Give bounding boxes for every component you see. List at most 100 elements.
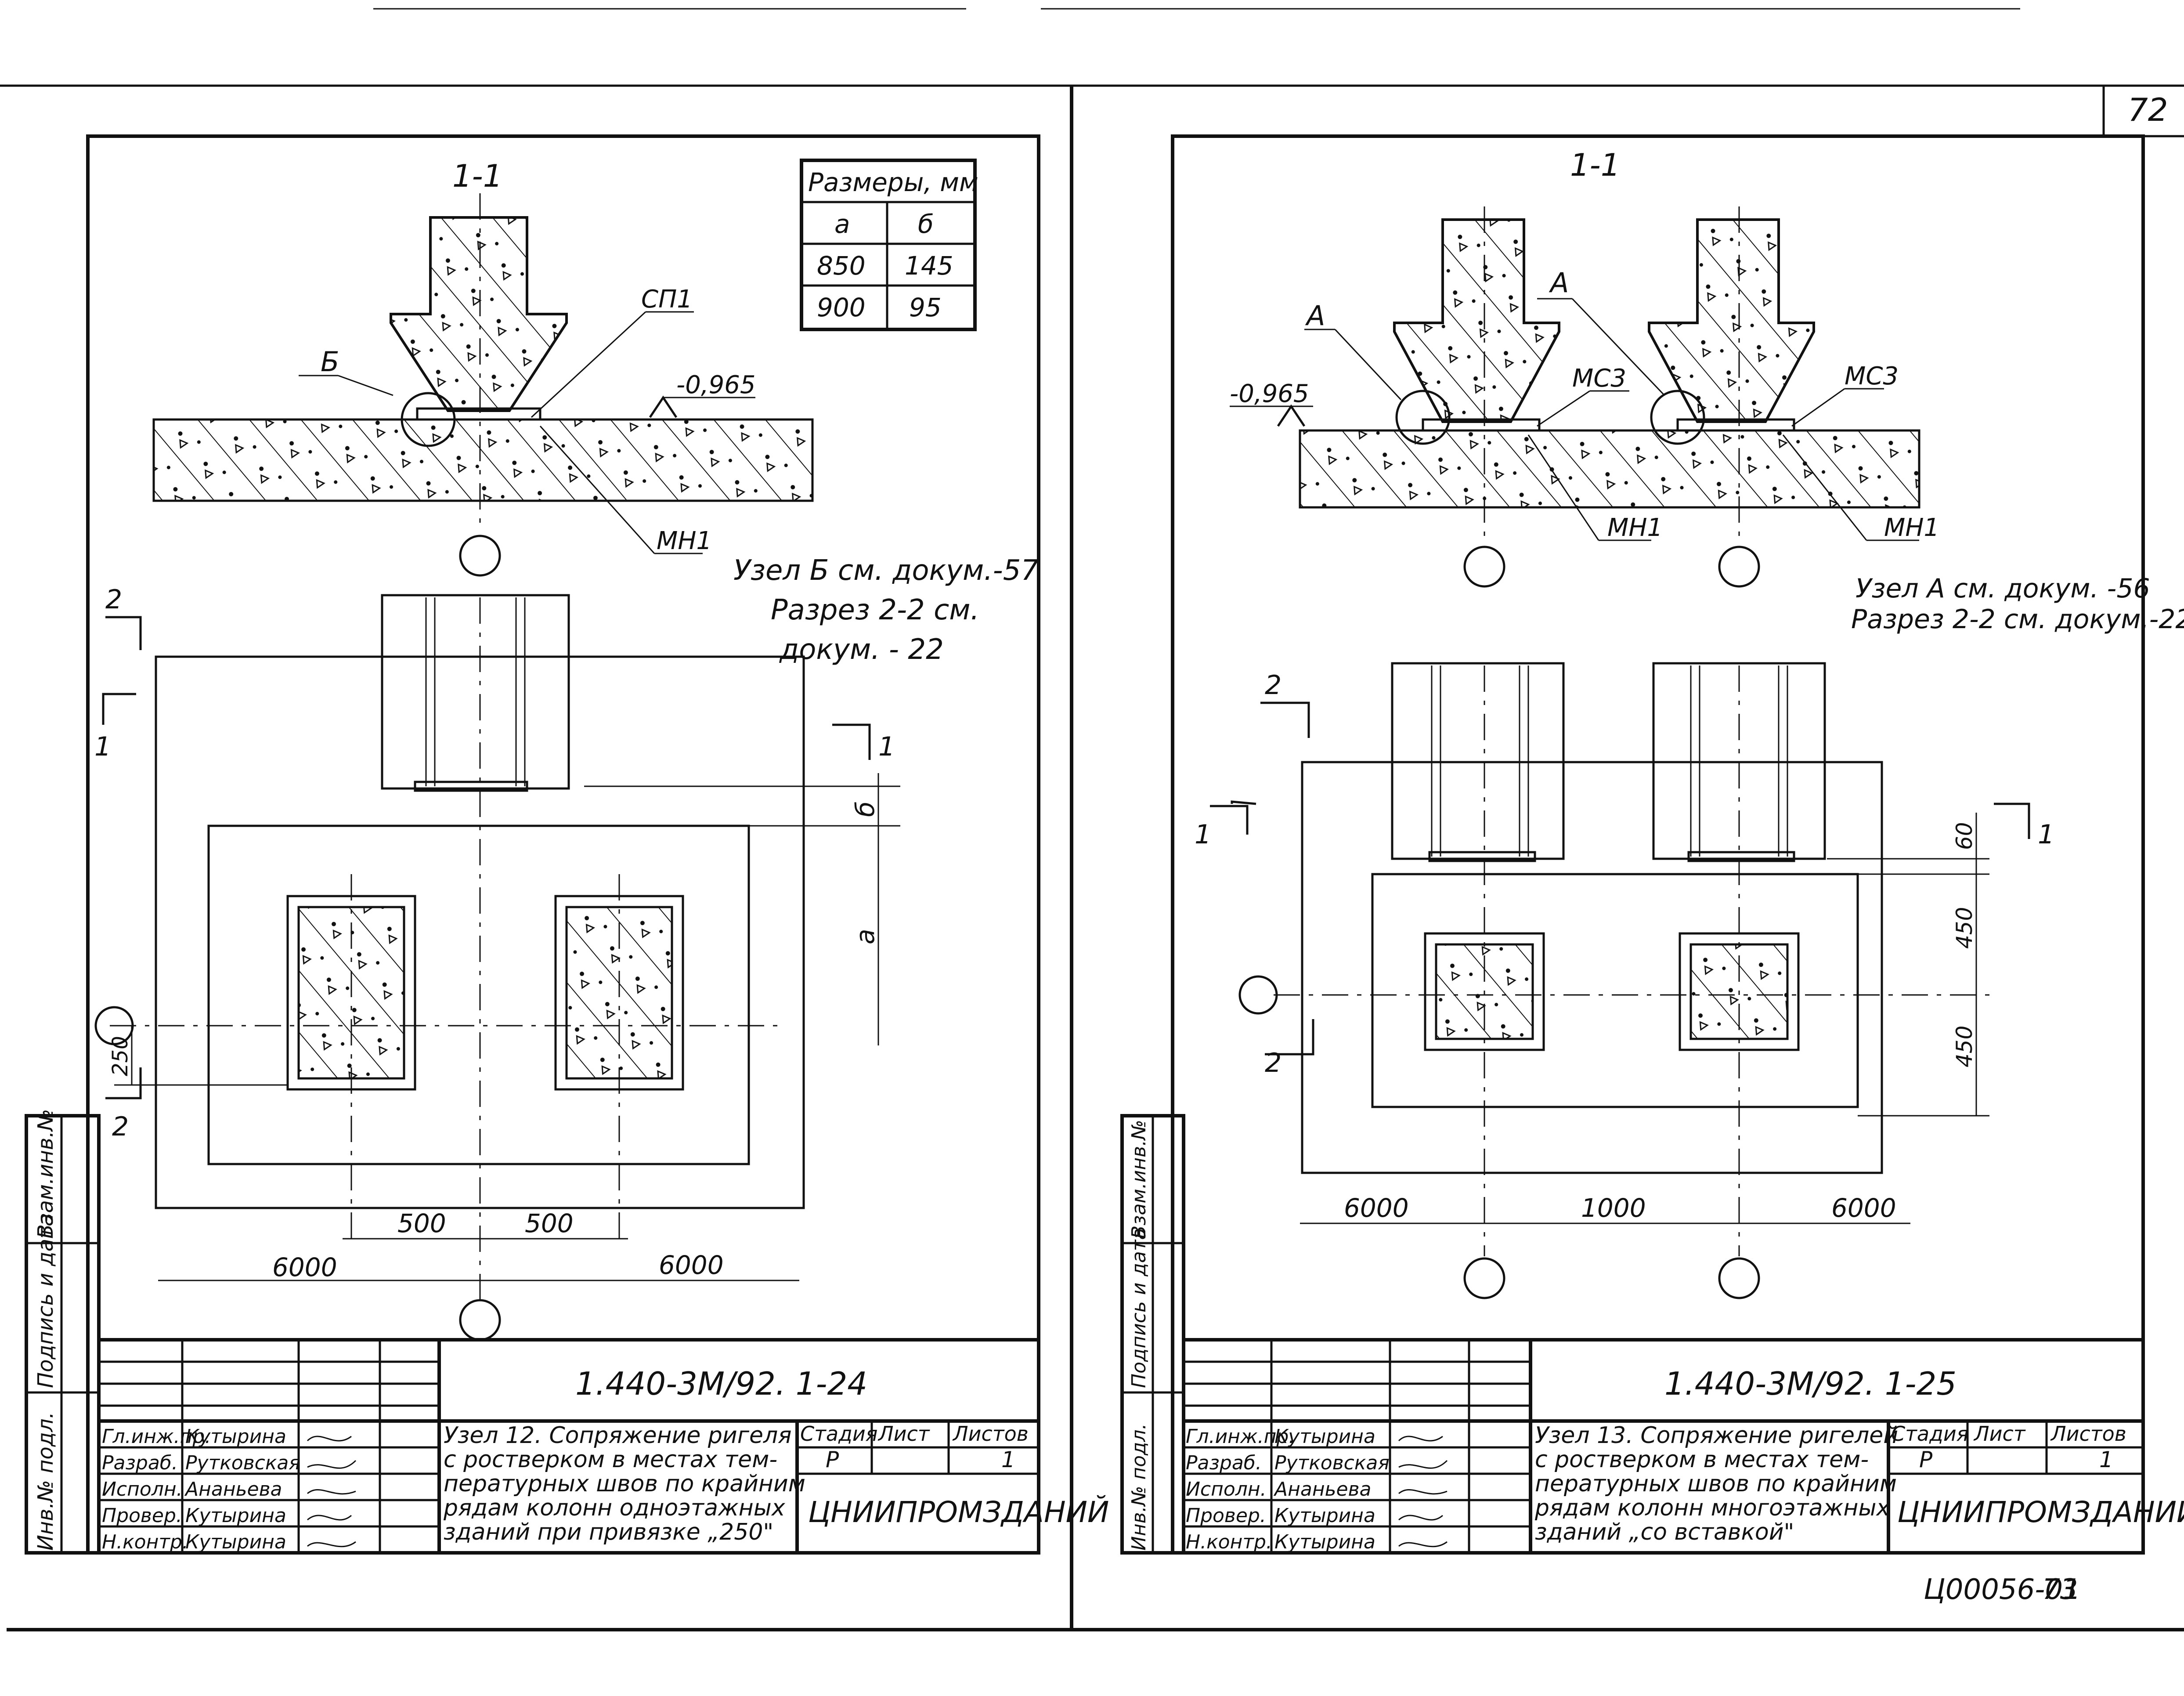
- left-callout-sp: СП1: [641, 285, 693, 314]
- left-note-line-3: докум. - 22: [779, 633, 944, 666]
- right-callout-mc3-2: МС3: [1845, 362, 1899, 391]
- right-axis-bubble-left: [1238, 975, 1278, 1015]
- left-table-r1-a: 850: [817, 251, 866, 281]
- right-dim-6000a: 6000: [1344, 1193, 1409, 1223]
- left-dim-500a: 500: [397, 1208, 446, 1238]
- right-column-section-2: [1648, 218, 1815, 423]
- left-dim-250: 250: [108, 1036, 133, 1076]
- left-name-5: Кутырина: [185, 1531, 286, 1553]
- right-node-a-circle-2: [1650, 390, 1705, 445]
- right-callout-mn1-2: МН1: [1884, 514, 1939, 542]
- left-table-r1-b: 145: [905, 251, 953, 281]
- left-role-2: Разраб.: [102, 1452, 178, 1474]
- left-role-5: Н.контр.: [102, 1531, 188, 1553]
- left-axis-bubble-left: [94, 1006, 134, 1045]
- right-dim-450b: 450: [1952, 1026, 1977, 1067]
- left-stage-value: Р: [826, 1447, 839, 1472]
- left-name-1: Кутырина: [185, 1425, 286, 1448]
- right-stage-header: Стадия: [1891, 1422, 1968, 1446]
- right-name-3: Ананьева: [1273, 1478, 1372, 1501]
- left-mark-2-top: 2: [105, 584, 122, 615]
- right-title-line-5: зданий „со вставкой": [1535, 1519, 1794, 1545]
- left-side-label-3: Взам.инв.№: [33, 1109, 58, 1239]
- left-sheet-header: Лист: [877, 1422, 930, 1446]
- left-dim-6000a: 6000: [272, 1252, 337, 1282]
- left-doc-code: 1.440-3М/92. 1-24: [575, 1365, 867, 1402]
- right-callout-level: -0,965: [1230, 380, 1309, 408]
- left-side-label-2: Подпись и дата: [33, 1213, 58, 1388]
- right-role-2: Разраб.: [1186, 1452, 1262, 1474]
- right-note-line-2: Разрез 2-2 см. докум.-22: [1851, 604, 2184, 635]
- right-title-line-3: пературных швов по крайним: [1535, 1471, 1897, 1497]
- left-table-r2-b: 95: [909, 293, 942, 322]
- left-mark-1-right: 1: [878, 731, 895, 762]
- right-axis-bubble-bottom-1: [1463, 1257, 1505, 1299]
- stamp-code: Ц00056-01: [1924, 1573, 2081, 1606]
- right-sheets-header: Листов: [2050, 1422, 2126, 1446]
- right-name-5: Кутырина: [1274, 1531, 1375, 1553]
- left-axis-bubble-bottom: [459, 1299, 501, 1341]
- right-dim-6000b: 6000: [1831, 1193, 1896, 1223]
- left-dim-6000b: 6000: [659, 1250, 724, 1280]
- sheet-number: 72: [2128, 91, 2168, 128]
- right-title-line-2: с ростверком в местах тем-: [1535, 1446, 1869, 1473]
- left-title-line-5: зданий при привязке „250": [444, 1519, 773, 1545]
- left-name-2: Рутковская: [185, 1452, 300, 1474]
- left-table-col-b: б: [918, 209, 934, 239]
- left-name-3: Ананьева: [184, 1478, 282, 1501]
- left-drawing: Инв.№ подл. Подпись и дата Взам.инв.№ 1-…: [25, 134, 1109, 1555]
- right-name-1: Кутырина: [1274, 1425, 1375, 1448]
- right-signatures: [1398, 1436, 1448, 1548]
- right-callout-mn1-1: МН1: [1607, 514, 1663, 542]
- left-name-4: Кутырина: [185, 1504, 286, 1527]
- right-stage-value: Р: [1919, 1447, 1933, 1472]
- right-role-5: Н.контр.: [1186, 1531, 1272, 1553]
- right-mark-2-bottom: 2: [1265, 1048, 1282, 1078]
- right-axis-bubble-bottom-2: [1718, 1257, 1760, 1299]
- left-node-b-circle: [401, 392, 456, 447]
- left-sheets-value: 1: [1001, 1447, 1015, 1472]
- right-note-line-1: Узел А см. докум. -56: [1855, 573, 2150, 604]
- right-title-line-1: Узел 13. Сопряжение ригелей: [1535, 1422, 1898, 1449]
- left-stage-header: Стадия: [800, 1422, 877, 1446]
- right-title-block: 1.440-3М/92. 1-25 Узел 13. Сопряжение ри…: [1184, 1338, 2184, 1553]
- right-org: ЦНИИПРОМЗДАНИЙ: [1897, 1495, 2184, 1529]
- left-title-line-3: пературных швов по крайним: [444, 1471, 805, 1497]
- left-table-header: Размеры, мм: [808, 167, 978, 197]
- right-dim-60: 60: [1952, 822, 1977, 850]
- left-dim-a: а: [850, 929, 880, 944]
- right-name-2: Рутковская: [1274, 1452, 1390, 1474]
- right-callout-a1: А: [1305, 300, 1325, 332]
- left-axis-bubble-top: [459, 535, 501, 577]
- left-title-block: 1.440-3М/92. 1-24 Узел 12. Сопряжение ри…: [99, 1338, 1109, 1553]
- right-sheet-header: Лист: [1973, 1422, 2026, 1446]
- right-role-4: Провер.: [1186, 1504, 1266, 1527]
- left-mark-2-bottom: 2: [112, 1111, 129, 1142]
- left-role-1: Гл.инж.пр.: [102, 1425, 211, 1448]
- left-table-r2-a: 900: [817, 293, 866, 322]
- right-axis-bubble-top-2: [1718, 546, 1760, 588]
- right-side-label-1: Инв.№ подл.: [1128, 1423, 1150, 1551]
- right-mark-2-top: 2: [1265, 670, 1282, 701]
- left-section-label: 1-1: [452, 158, 502, 194]
- right-side-label-2: Подпись и дата: [1128, 1228, 1150, 1388]
- right-plan-view: 60 450 450 6000 1000 6000 2 2 1 1: [1195, 662, 2054, 1299]
- right-name-4: Кутырина: [1274, 1504, 1375, 1527]
- left-org: ЦНИИПРОМЗДАНИЙ: [808, 1495, 1109, 1529]
- right-sheets-value: 1: [2099, 1447, 2113, 1472]
- left-side-label-1: Инв.№ подл.: [33, 1412, 58, 1551]
- left-dimension-table: Размеры, мм а б 850 145 900 95: [800, 159, 978, 331]
- left-column-section: [390, 216, 568, 412]
- right-dim-450a: 450: [1952, 907, 1977, 949]
- right-callout-mc3-1: МС3: [1572, 364, 1626, 393]
- right-mark-1-left: 1: [1195, 819, 1211, 850]
- left-dim-500b: 500: [525, 1208, 574, 1238]
- right-role-1: Гл.инж.пр.: [1186, 1425, 1295, 1448]
- right-node-a-circle-1: [1395, 390, 1451, 445]
- left-title-line-2: с ростверком в местах тем-: [444, 1446, 777, 1473]
- left-role-4: Провер.: [102, 1504, 182, 1527]
- right-side-label-3: Взам.инв.№: [1128, 1120, 1150, 1239]
- left-sheets-header: Листов: [952, 1422, 1029, 1446]
- left-role-3: Исполн.: [102, 1478, 183, 1501]
- left-callout-mn: МН1: [657, 527, 712, 555]
